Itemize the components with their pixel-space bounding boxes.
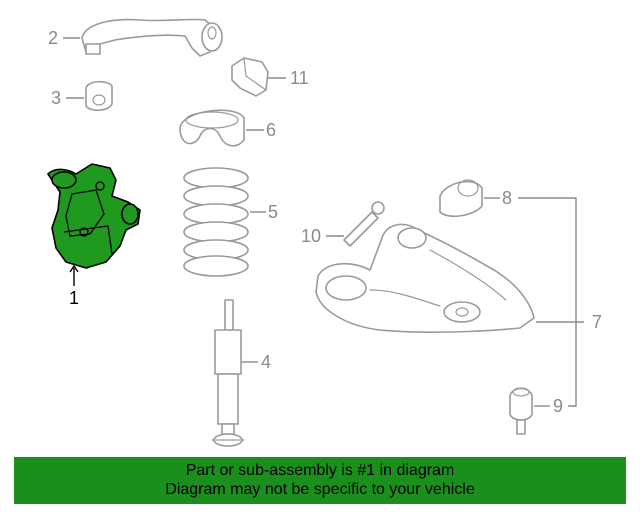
callout-11[interactable]: 11 [290, 68, 309, 88]
parts-diagram: 2 3 11 6 5 4 [47, 18, 602, 447]
callout-9[interactable]: 9 [553, 396, 563, 416]
part-4-shock-absorber[interactable] [211, 299, 245, 447]
callout-5[interactable]: 5 [268, 202, 278, 222]
info-banner: Part or sub-assembly is #1 in diagram Di… [14, 457, 626, 504]
part-2-upper-arm[interactable] [81, 18, 223, 57]
part-5-coil-spring[interactable] [183, 167, 249, 277]
callout-8[interactable]: 8 [502, 188, 512, 208]
banner-line-1: Part or sub-assembly is #1 in diagram [185, 462, 455, 479]
part-10-bolt[interactable] [343, 201, 385, 247]
callout-6[interactable]: 6 [266, 120, 276, 140]
callout-4[interactable]: 4 [261, 352, 271, 372]
callout-1[interactable]: 1 [69, 288, 79, 308]
part-8-arm-bushing[interactable] [439, 179, 483, 218]
group-bracket [518, 197, 577, 407]
part-3-bushing[interactable] [85, 80, 113, 112]
part-6-insulator[interactable] [179, 109, 245, 147]
part-1-steering-knuckle[interactable] [47, 163, 141, 269]
part-11-bracket[interactable] [231, 57, 269, 97]
callout-2[interactable]: 2 [48, 28, 58, 48]
callout-3[interactable]: 3 [51, 88, 61, 108]
part-7-lower-control-arm[interactable] [315, 223, 535, 333]
callout-7[interactable]: 7 [592, 312, 602, 332]
banner-line-2: Diagram may not be specific to your vehi… [165, 481, 475, 498]
callout-10[interactable]: 10 [301, 226, 321, 246]
part-9-ball-joint[interactable] [509, 387, 533, 435]
leader-1-arrow [69, 264, 79, 273]
